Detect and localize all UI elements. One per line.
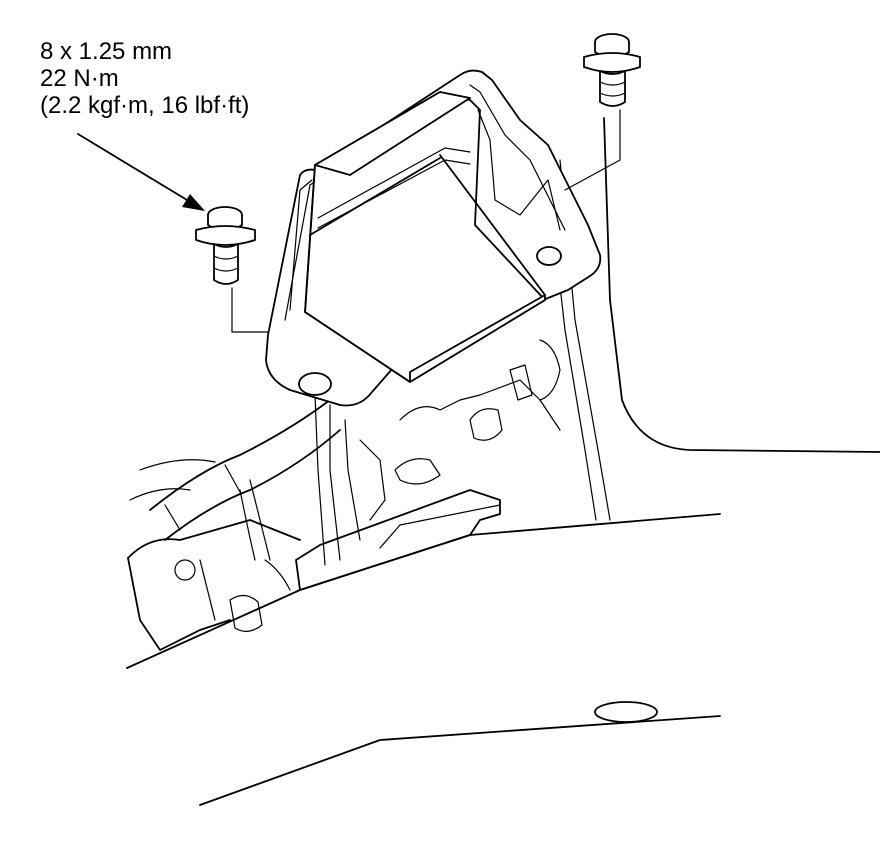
bolt-right-icon <box>583 33 641 107</box>
torque-nm-label: 22 N·m <box>40 65 119 92</box>
torque-alt-label: (2.2 kgf·m, 16 lbf·ft) <box>40 92 250 119</box>
bolt-size-label: 8 x 1.25 mm <box>40 38 173 65</box>
assembly-lines <box>231 109 621 333</box>
torque-specification: 8 x 1.25 mm 22 N·m (2.2 kgf·m, 16 lbf·ft… <box>40 38 249 119</box>
bolt-left-icon <box>195 206 256 285</box>
chassis-outline <box>126 117 880 806</box>
control-module <box>289 91 561 383</box>
leader-arrow <box>77 133 205 211</box>
